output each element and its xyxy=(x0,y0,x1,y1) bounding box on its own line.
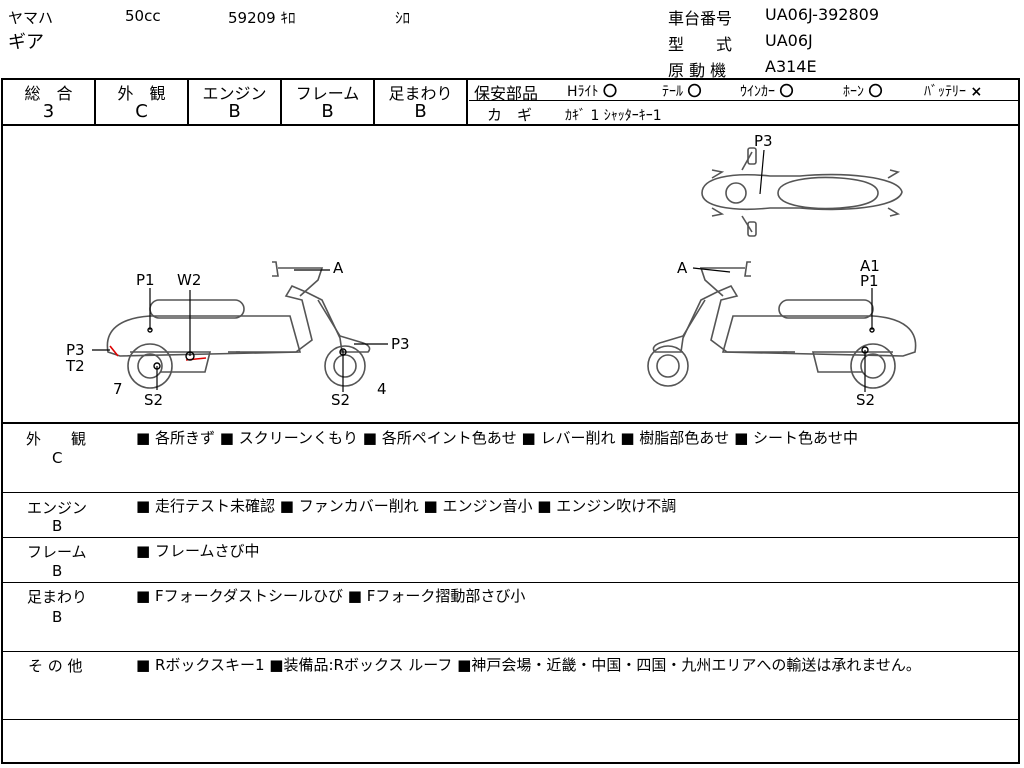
label-left-a: A xyxy=(333,259,344,277)
maker-name: ヤマハ xyxy=(8,9,54,27)
body-color: ｼﾛ xyxy=(395,9,411,27)
scooter-right-view xyxy=(647,261,917,389)
divider-row-5 xyxy=(1,719,1020,720)
displacement: 50cc xyxy=(125,7,161,25)
grade-divider xyxy=(187,78,189,125)
section-notes-exterior: 各所きず スクリーンくもり 各所ペイント色あせ レバー削れ 樹脂部色あせ シート… xyxy=(136,427,1016,449)
engine-type-label: 原 動 機 xyxy=(668,61,727,80)
label-right-a: A xyxy=(677,259,688,277)
divider-row-3 xyxy=(1,582,1020,583)
model-type-label: 型 式 xyxy=(668,35,733,54)
section-grade-frame: B xyxy=(52,562,63,580)
divider-grades xyxy=(1,124,1020,126)
section-label-exterior: 外 観 xyxy=(26,430,87,448)
label-left-s2-rear: S2 xyxy=(331,391,351,409)
label-right-p1: P1 xyxy=(860,272,879,290)
safety-item-winker: ｳｲﾝｶｰ 〇 xyxy=(740,84,794,100)
safety-parts-label: 保安部品 xyxy=(474,84,539,103)
label-left-4: 4 xyxy=(377,380,387,398)
grade-label-suspension: 足まわり xyxy=(388,84,453,103)
grade-label-exterior: 外 観 xyxy=(117,84,166,103)
section-label-other: そ の 他 xyxy=(28,657,83,675)
section-notes-frame: フレームさび中 xyxy=(136,540,260,562)
divider-row-4 xyxy=(1,651,1020,652)
label-left-p3-front: P3 xyxy=(66,341,85,359)
scooter-left-view xyxy=(106,261,371,389)
safety-item-headlight: Hﾗｲﾄ 〇 xyxy=(567,84,617,100)
mileage: 59209 ｷﾛ xyxy=(228,9,296,27)
grade-divider xyxy=(466,78,468,125)
grade-label-engine: エンジン xyxy=(202,84,267,103)
frame-number-label: 車台番号 xyxy=(668,9,733,28)
model-type: UA06J xyxy=(765,31,813,50)
grade-label-overall: 総 合 xyxy=(24,84,73,103)
label-right-a1: A1 xyxy=(860,257,880,275)
grade-label-frame: フレーム xyxy=(295,84,360,103)
grade-value-overall: 3 xyxy=(42,101,55,122)
grade-value-suspension: B xyxy=(414,101,427,122)
scooter-top-view xyxy=(701,147,903,237)
grade-value-engine: B xyxy=(228,101,241,122)
section-notes-engine: 走行テスト未確認 ファンカバー削れ エンジン音小 エンジン吹け不調 xyxy=(136,495,676,517)
section-grade-suspension: B xyxy=(52,608,63,626)
safety-item-taillight: ﾃｰﾙ 〇 xyxy=(662,84,702,100)
section-notes-suspension: Fフォークダストシールひび Fフォーク摺動部さび小 xyxy=(136,585,525,607)
divider-row-1 xyxy=(1,492,1020,493)
divider-safety xyxy=(469,100,1020,101)
section-label-engine: エンジン xyxy=(27,499,88,517)
label-left-t2: T2 xyxy=(66,357,85,375)
grade-divider xyxy=(94,78,96,125)
sheet-frame xyxy=(1,78,1020,764)
safety-item-battery: ﾊﾞｯﾃﾘｰ × xyxy=(924,84,983,100)
key-label: カ ギ xyxy=(487,106,533,124)
label-left-s2-front: S2 xyxy=(144,391,164,409)
key-value: ｶｷﾞ 1 ｼｬｯﾀｰｷｰ1 xyxy=(565,108,662,124)
grade-value-frame: B xyxy=(321,101,334,122)
section-grade-engine: B xyxy=(52,517,63,535)
label-right-s2: S2 xyxy=(856,391,876,409)
grade-divider xyxy=(373,78,375,125)
section-label-frame: フレーム xyxy=(27,543,87,561)
label-left-7: 7 xyxy=(113,380,123,398)
section-notes-other: Rボックスキー1 装備品:Rボックス ルーフ 神戸会場・近畿・中国・四国・九州エ… xyxy=(136,654,1011,676)
grade-divider xyxy=(280,78,282,125)
label-left-w2: W2 xyxy=(177,271,202,289)
model-name: ギア xyxy=(8,32,44,53)
grade-value-exterior: C xyxy=(135,101,148,122)
section-grade-exterior: C xyxy=(52,449,63,467)
divider-diagram xyxy=(1,422,1020,424)
engine-type: A314E xyxy=(765,57,817,76)
divider-row-2 xyxy=(1,537,1020,538)
frame-number: UA06J-392809 xyxy=(765,5,880,24)
label-left-p1: P1 xyxy=(136,271,155,289)
label-left-p3-rear: P3 xyxy=(391,335,410,353)
section-label-suspension: 足まわり xyxy=(27,588,88,606)
label-top-p3: P3 xyxy=(754,132,773,150)
safety-item-horn: ﾎｰﾝ 〇 xyxy=(843,84,883,100)
